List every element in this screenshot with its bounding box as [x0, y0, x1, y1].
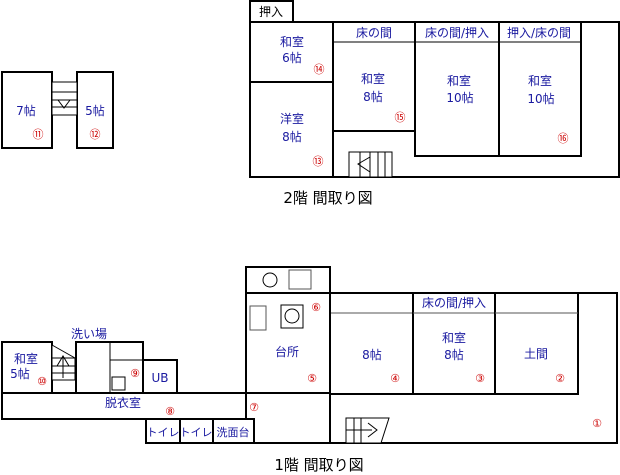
room-label: 台所	[275, 344, 299, 359]
floor1-title: 1階 間取り図	[274, 456, 363, 474]
room-washitsu8	[332, 21, 416, 132]
room-label: 10帖	[446, 90, 473, 105]
room-label: 8帖	[444, 347, 464, 362]
oshiire-label: 押入	[259, 5, 283, 19]
floor2-annex: 7帖 ⑪ 5帖 ⑫	[1, 71, 114, 149]
room-label: ②	[555, 372, 565, 385]
room-label: 5帖	[85, 103, 105, 118]
appliance-icon	[288, 269, 312, 290]
room-label: ⑦	[249, 401, 259, 414]
room-label: 和室	[361, 71, 385, 86]
sink-icon	[262, 272, 278, 288]
room-label: ⑪	[33, 128, 44, 141]
room-label: ③	[475, 372, 485, 385]
room-label: 床の間/押入	[425, 26, 489, 40]
room-doma	[494, 292, 579, 395]
room-youshitsu8	[249, 81, 334, 178]
room-label: 7帖	[16, 103, 36, 118]
room-label: 8帖	[282, 129, 302, 144]
room-label: 洗い場	[71, 327, 107, 341]
room-label: ⑥	[311, 301, 321, 314]
room-label: トイレ	[180, 426, 213, 439]
room-label: 脱衣室	[105, 395, 141, 410]
toilet-1	[145, 418, 181, 444]
staircase-icon	[345, 417, 390, 444]
room-label: 和室	[14, 351, 38, 366]
room-label: 和室	[280, 34, 304, 49]
floor2-plan: 押入 和室 6帖 ⑭ 洋室 8帖 ⑬ 床の間 和室 8帖 ⑮ 床の間/押入 和室…	[249, 0, 620, 207]
room-label: 床の間/押入	[422, 296, 486, 310]
room-label: 洗面台	[217, 425, 250, 439]
room-label: ⑩	[37, 375, 47, 388]
room-label: 8帖	[363, 89, 383, 104]
room-washitsu10a	[414, 21, 500, 157]
room-washitsu8	[412, 292, 496, 395]
room-washitsu5	[1, 341, 53, 394]
room-label: トイレ	[147, 426, 180, 439]
toilet-2	[179, 418, 214, 444]
room-label: ④	[390, 372, 400, 385]
room-label: 洋室	[280, 111, 304, 126]
room-label: ⑮	[395, 111, 406, 124]
room-washitsu10b	[498, 21, 582, 157]
staircase-icon	[51, 344, 76, 381]
room-washitsu6	[249, 21, 334, 83]
fridge-icon	[249, 305, 267, 331]
unit-bath	[142, 359, 178, 394]
room-label: ⑤	[307, 372, 317, 385]
floor2-title: 2階 間取り図	[283, 189, 372, 207]
room-label: 和室	[447, 73, 471, 88]
room-label: ⑧	[165, 405, 175, 418]
room-label: ⑫	[90, 128, 101, 141]
room-label: 和室	[442, 330, 466, 345]
room-label: UB	[151, 371, 168, 385]
staircase-icon	[51, 81, 78, 116]
room-label: ⑨	[130, 367, 140, 380]
room-label: ⑯	[558, 132, 569, 145]
room-label: 和室	[528, 73, 552, 88]
washer-icon	[111, 376, 126, 391]
room-label: 押入/床の間	[507, 26, 571, 40]
room-8jo	[329, 292, 414, 395]
staircase-icon	[348, 151, 393, 178]
washbasin	[212, 418, 255, 444]
room-label: ⑭	[314, 63, 325, 76]
room-label: 5帖	[10, 366, 30, 381]
room-label: 床の間	[356, 26, 392, 40]
room-label: 10帖	[527, 91, 554, 106]
room-label: 6帖	[282, 50, 302, 65]
room-label: ①	[592, 417, 602, 430]
room-label: 土間	[524, 347, 548, 361]
floor1-plan: トイレ トイレ 洗面台 ① 土間 ② 床の間/押入 和室 8帖 ③ 8帖 ④	[1, 266, 618, 474]
room-label: 8帖	[362, 347, 382, 362]
room-label: ⑬	[313, 155, 324, 168]
